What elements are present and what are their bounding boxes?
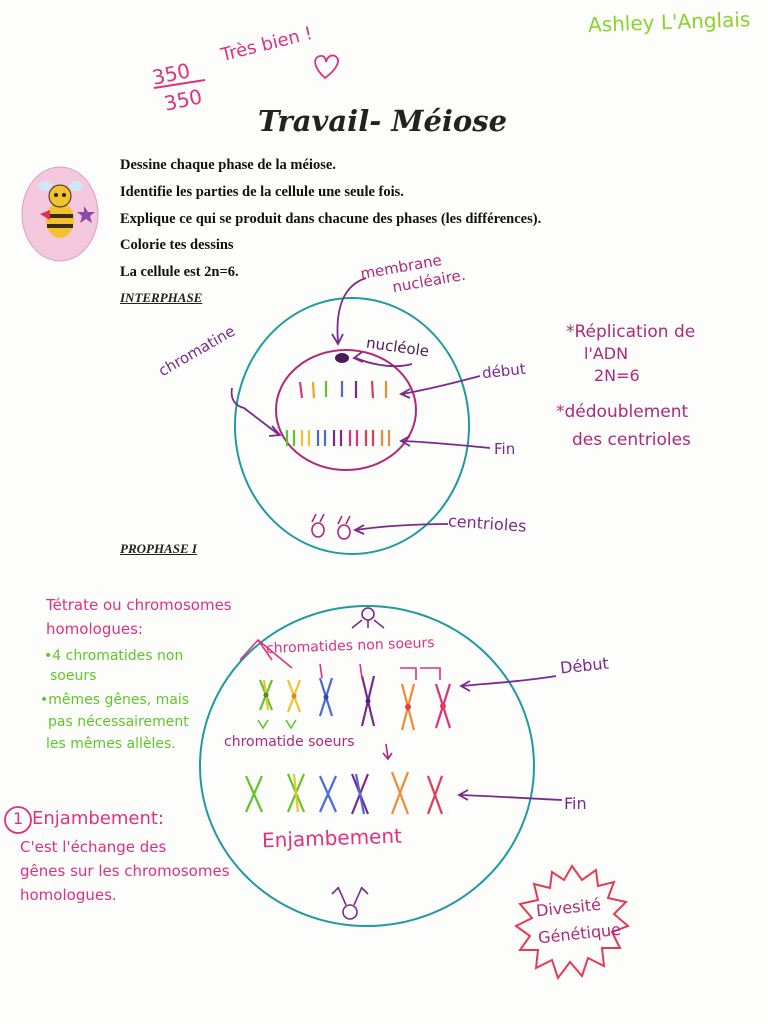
instruction-5: La cellule est 2n=6. [120, 264, 239, 280]
instruction-3: Explique ce qui se produit dans chacune … [120, 211, 542, 227]
note-replication: *Réplication de [566, 322, 696, 342]
label-enjambement: Enjambement [261, 823, 403, 853]
note-dedoublement: *dédoublement [556, 402, 689, 422]
bee-sticker [21, 166, 99, 262]
instruction-4: Colorie tes dessins [120, 237, 234, 253]
note-green-2: soeurs [50, 668, 97, 684]
note-green-4: pas nécessairement [48, 714, 189, 730]
note-green-1: •4 chromatides non [44, 648, 184, 664]
grade-fraction-line [153, 79, 206, 89]
instruction-2: Identifie les parties de la cellule une … [120, 184, 404, 200]
enjambement-heading: Enjambement: [32, 808, 164, 829]
note-2n: 2N=6 [594, 366, 640, 385]
enjambement-line-3: homologues. [20, 886, 117, 904]
page-title: Travail- Méiose [258, 104, 508, 138]
note-green-3: •mêmes gênes, mais [40, 692, 190, 708]
enjambement-line-1: C'est l'échange des [20, 838, 167, 856]
interphase-heading: INTERPHASE [120, 290, 203, 305]
label-fin-prophase: Fin [564, 794, 587, 813]
note-tetrade-2: homologues: [46, 620, 143, 638]
note-green-5: les mêmes allèles. [46, 736, 176, 752]
prophase-cell [199, 605, 563, 927]
enjambement-number: 1 [13, 809, 24, 828]
note-centrioles: des centrioles [572, 430, 691, 450]
number-circle [4, 806, 32, 834]
heart-doodle [314, 54, 339, 80]
diversite-starburst [514, 864, 630, 981]
enjambement-line-2: gênes sur les chromosomes [20, 862, 230, 880]
note-adn: l'ADN [584, 344, 629, 363]
note-tetrade-1: Tétrate ou chromosomes [46, 596, 232, 614]
interphase-cell [230, 277, 491, 555]
instruction-1: Dessine chaque phase de la méiose. [120, 157, 336, 173]
prophase-heading: PROPHASE I [120, 541, 197, 556]
label-soeurs: chromatide soeurs [224, 734, 355, 750]
label-fin: Fin [494, 440, 516, 458]
